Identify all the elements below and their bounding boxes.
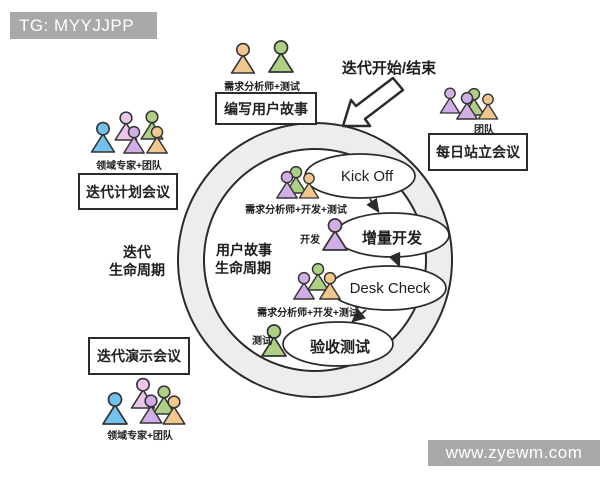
incremental-dev-step-label: 增量开发 [361,230,423,247]
write-user-story-box: 编写用户故事 [215,92,317,125]
watermark-bottom-right: www.zyewm.com [428,440,600,466]
dev-role-label: 开发 [300,235,320,246]
iteration-planning-box: 迭代计划会议 [78,173,178,210]
team-group-icon [439,87,499,120]
write-user-story-label: 编写用户故事 [224,100,308,117]
daily-standup-box: 每日站立会议 [428,133,528,171]
flow-arrow-dev-to-deskcheck [388,251,401,268]
expert-team-bottom-role-label: 领域专家+团队 [107,431,173,442]
inner-cycle-label-line2: 生命周期 [215,260,271,276]
iteration-demo-box: 迭代演示会议 [88,337,190,375]
kickoff-step-label: Kick Off [340,168,394,185]
team-role-label: 团队 [474,125,494,136]
flow-arrow-kickoff-to-dev [366,197,380,214]
analyst-dev-test-top-role-label: 需求分析师+开发+测试 [245,205,347,216]
analyst-test-role-label: 需求分析师+测试 [224,82,300,93]
flow-arrow-deskcheck-to-acceptance [350,308,367,323]
iteration-planning-label: 迭代计划会议 [86,183,170,200]
outer-cycle-label-line2: 生命周期 [109,262,165,278]
iteration-demo-label: 迭代演示会议 [97,348,181,364]
iteration-start-end-label: 迭代开始/结束 [341,60,437,77]
expert-team-bottom-group-icon [102,377,186,425]
expert-team-top-role-label: 领域专家+团队 [96,161,162,172]
daily-standup-label: 每日站立会议 [436,144,520,160]
acceptance-test-ellipse [282,321,394,367]
desk-check-step-label: Desk Check [349,280,431,297]
outer-cycle-label-line1: 迭代 [123,244,151,260]
test-role-label: 测试 [252,336,272,347]
acceptance-test-step-label: 验收测试 [309,339,371,356]
analyst-dev-test-mid-role-label: 需求分析师+开发+测试 [257,308,359,319]
iteration-start-arrow-icon [341,76,405,128]
expert-team-top-group-icon [90,110,168,154]
inner-cycle-label-line1: 用户故事 [216,242,272,258]
watermark-top-left: TG: MYYJJPP [10,12,157,39]
analyst-test-group-icon [230,40,294,74]
